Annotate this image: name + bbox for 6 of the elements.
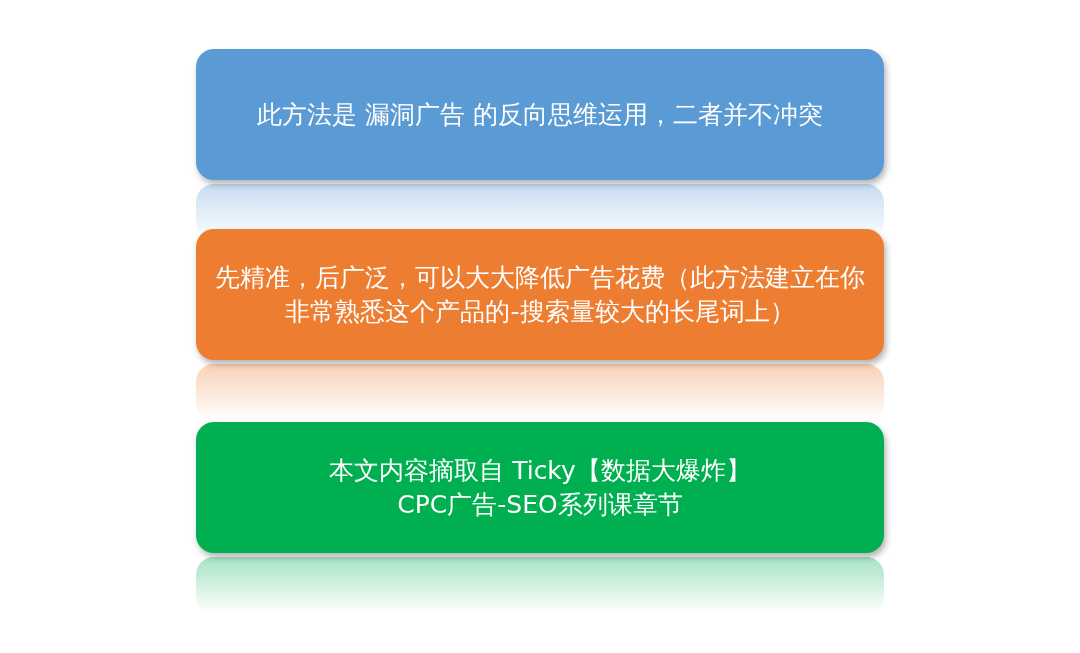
text-box [196,422,884,553]
box-text: 先精准，后广泛，可以大大降低广告花费（此方法建立在你非常熟悉这个产品的-搜索量较大的长尾词上） [214,261,866,328]
box-text: 此方法是 漏洞广告 的反向思维运用，二者并不冲突 [256,98,824,131]
box-text: 本文内容摘取自 Ticky【数据大爆炸】 CPC广告-SEO系列课章节 [328,454,752,521]
text-box [196,49,884,180]
text-box [196,229,884,360]
